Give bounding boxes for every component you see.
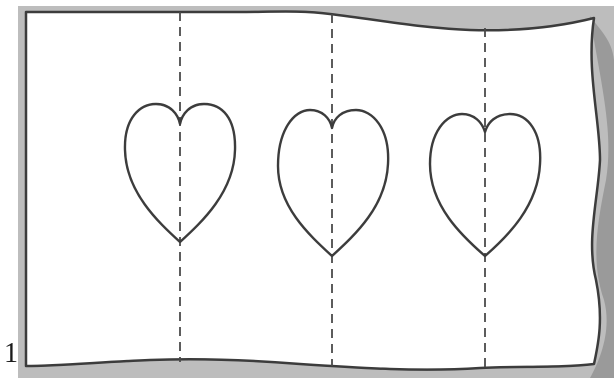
step-number-label: 1 (4, 340, 18, 368)
paper-strip (26, 12, 600, 370)
